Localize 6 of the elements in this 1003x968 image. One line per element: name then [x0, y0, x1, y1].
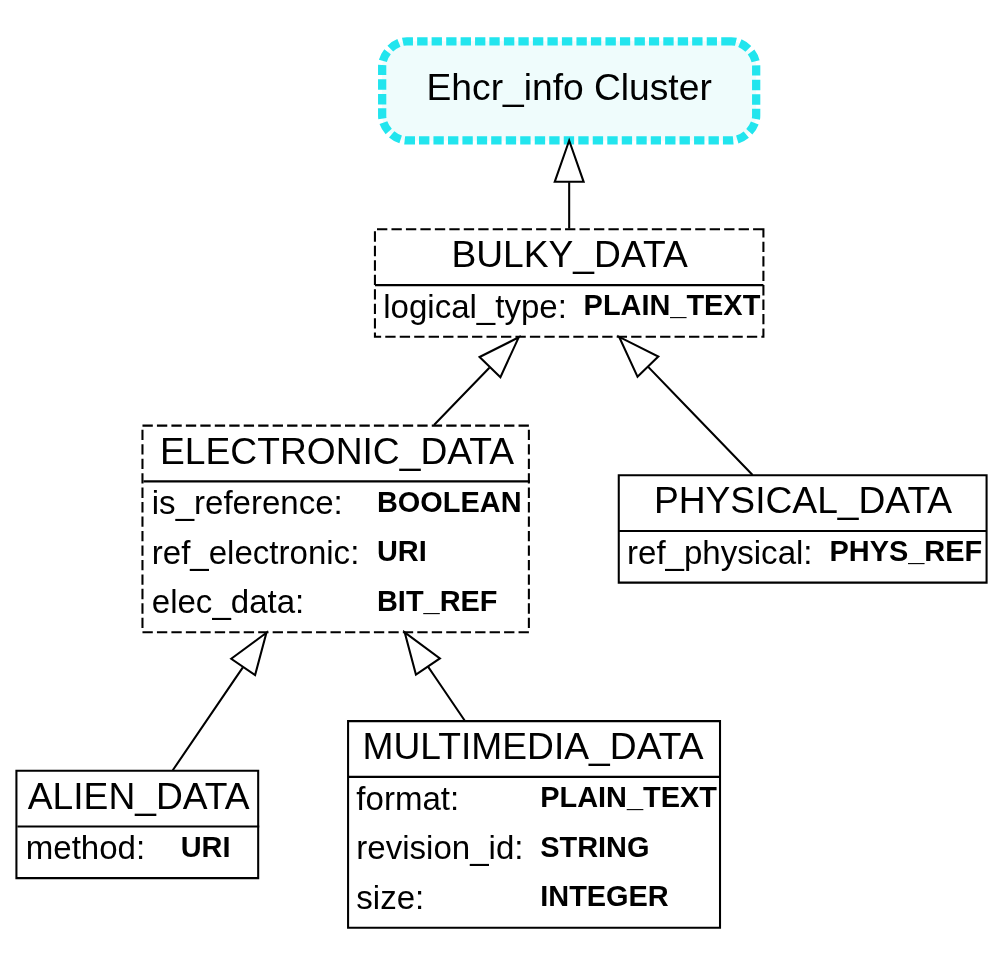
arrow: [553, 136, 586, 229]
arrow: [433, 334, 521, 426]
arrow: [402, 629, 466, 721]
arrow: [171, 629, 269, 771]
node-box: Ehcr_info Cluster: [378, 36, 761, 145]
arrow: [617, 334, 754, 476]
